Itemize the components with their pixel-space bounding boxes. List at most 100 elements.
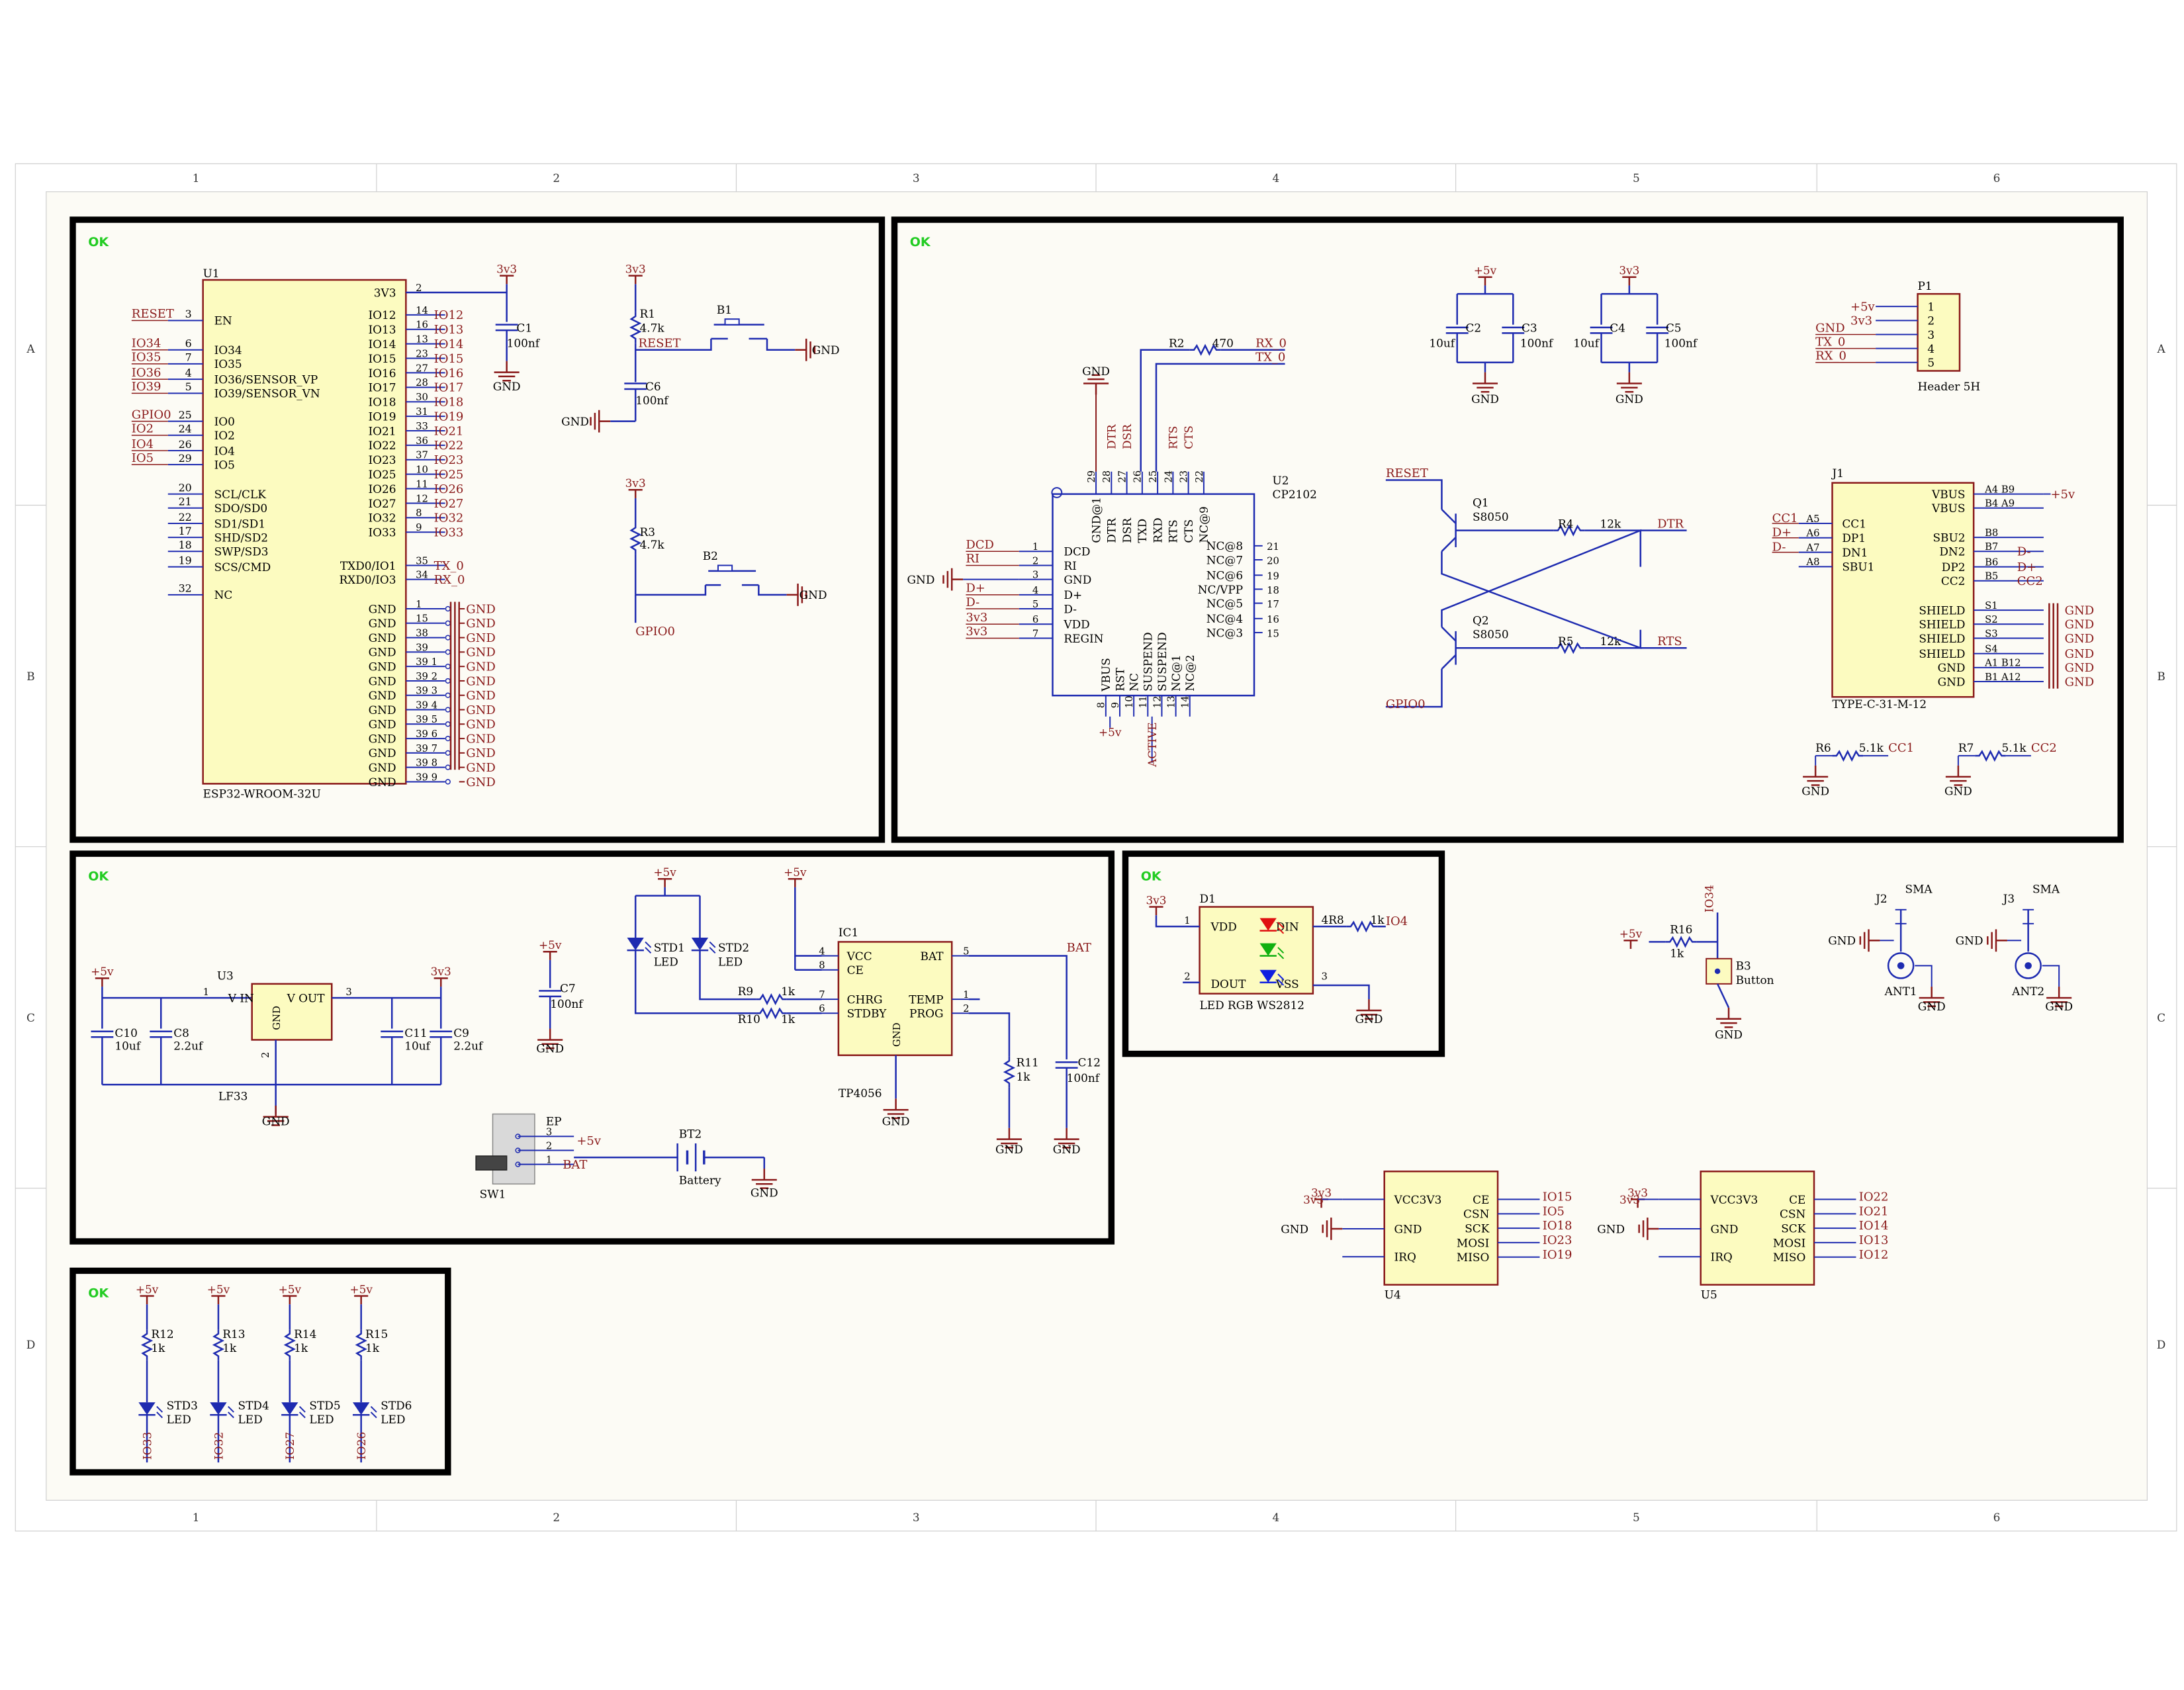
zone-row-label: B	[26, 670, 34, 683]
net-label-left: IO39	[132, 380, 161, 394]
net-label-left: RI	[966, 552, 979, 566]
pin-name: DP2	[1942, 560, 1966, 574]
part-ref: C6	[645, 380, 661, 393]
ground-label: GND	[536, 1042, 564, 1055]
zone-column-label: 3	[913, 171, 920, 185]
ground-label: GND	[1956, 934, 1983, 948]
led-ray	[645, 947, 652, 954]
pin-number: 20	[1267, 555, 1279, 566]
resistor-zigzag	[1003, 1056, 1016, 1088]
part-value: 100nf	[1664, 337, 1698, 350]
pin-number: B8	[1985, 527, 1998, 539]
resistor-r11	[1003, 1056, 1016, 1088]
pin-name: NC@8	[1206, 539, 1243, 553]
pin-dot	[515, 1147, 521, 1153]
pin-number: 1	[203, 987, 209, 998]
net-label-right: IO21	[434, 424, 464, 438]
zone-row-label: A	[26, 342, 35, 355]
pin-name: VSS	[1275, 977, 1299, 991]
net-label-right: IO13	[434, 323, 464, 337]
pin-number: 8	[416, 508, 422, 519]
pin-name: IO23	[368, 453, 396, 467]
pin-name: DN2	[1939, 545, 1965, 558]
ground-label: GND	[1355, 1012, 1383, 1026]
resistor	[1832, 749, 1864, 762]
net-label: IO32	[212, 1432, 225, 1460]
part-ref: C9	[453, 1026, 469, 1040]
pin-name: NC/VPP	[1198, 583, 1243, 596]
net-label-left: IO5	[132, 451, 154, 465]
pin-number: 18	[1267, 585, 1279, 596]
pin-name: GND	[369, 761, 396, 774]
net-label: CC2	[2017, 574, 2043, 588]
ground-r11	[996, 1128, 1022, 1149]
pin-number: B5	[1985, 571, 1998, 582]
part-value: 1k	[1371, 913, 1385, 926]
resistor-r9	[756, 993, 787, 1006]
part-name: LED	[654, 955, 678, 968]
part-name: SMA	[2032, 882, 2060, 895]
pin-name: IO27	[368, 497, 396, 510]
net-label: IO18	[1543, 1219, 1572, 1233]
esp32-module: U1ESP32-WROOM-32UEN3RESETIO346IO34IO357I…	[131, 262, 840, 801]
pin-dot	[445, 779, 451, 785]
power-label: 3v3	[1627, 1186, 1648, 1199]
pin-name: MOSI	[1773, 1236, 1805, 1249]
power-label: +5v	[349, 1282, 373, 1296]
pin-name: CHRG	[847, 993, 883, 1006]
power-5v: +5v	[207, 1282, 230, 1305]
resistor-zigzag	[1553, 524, 1585, 537]
pin-name: CSN	[1780, 1208, 1806, 1221]
pin-number: 24	[179, 423, 192, 435]
pin-name: V IN	[228, 991, 254, 1004]
pin-name: VCC3V3	[1394, 1193, 1442, 1206]
resistor-r2	[1189, 343, 1221, 356]
pin-name: IO39/SENSOR_VN	[214, 387, 320, 400]
resistor-zigzag	[355, 1329, 367, 1360]
power-label: 3v3	[1311, 1186, 1332, 1199]
net-label-right: IO33	[434, 526, 464, 540]
net-label-left: 3v3	[966, 611, 987, 625]
part-value: 1k	[781, 985, 796, 998]
button-cap	[724, 318, 740, 326]
pin-number: 12	[416, 493, 428, 504]
ground-net-label: GND	[466, 660, 495, 674]
resistor-zigzag	[212, 1329, 225, 1360]
pin-number: 1	[546, 1155, 552, 1166]
part-ref: C11	[404, 1026, 427, 1040]
net-label: CC1	[1888, 741, 1914, 755]
pin-number: 8	[819, 960, 825, 971]
pin-number: S2	[1985, 614, 1998, 625]
led-ray	[709, 947, 716, 954]
net-label: IO21	[1859, 1204, 1889, 1218]
part-ref: C8	[173, 1026, 189, 1040]
pin-name: IO0	[214, 415, 235, 428]
pin-number: 5	[1927, 356, 1934, 369]
pin-name: SHIELD	[1919, 618, 1965, 631]
resistor-r5	[1553, 642, 1585, 654]
ok-badge: OK	[88, 235, 109, 249]
power-label: 3v3	[625, 476, 646, 490]
part-name: ESP32-WROOM-32U	[203, 787, 321, 801]
net-label-top: CTS	[1182, 425, 1195, 449]
antenna-ring	[2015, 952, 2042, 979]
resistor-zigzag	[1553, 642, 1585, 654]
part-ref: C2	[1465, 321, 1481, 334]
pin-name: VBUS	[1931, 502, 1965, 515]
pin-number: 2	[1032, 555, 1038, 566]
led-ray	[156, 1405, 163, 1413]
ground-c7	[537, 1028, 563, 1049]
part-name: Button	[1736, 973, 1774, 987]
pin-number: 14	[1180, 695, 1191, 708]
pin-name: VDD	[1063, 618, 1089, 631]
part-value: 10uf	[404, 1039, 431, 1052]
part-value: 1k	[1670, 947, 1684, 960]
pin-number: 28	[416, 377, 428, 388]
part-name: LED	[167, 1413, 191, 1426]
pin-name: GND@1	[1089, 497, 1103, 543]
zone-column-label: 6	[1993, 1511, 2001, 1524]
